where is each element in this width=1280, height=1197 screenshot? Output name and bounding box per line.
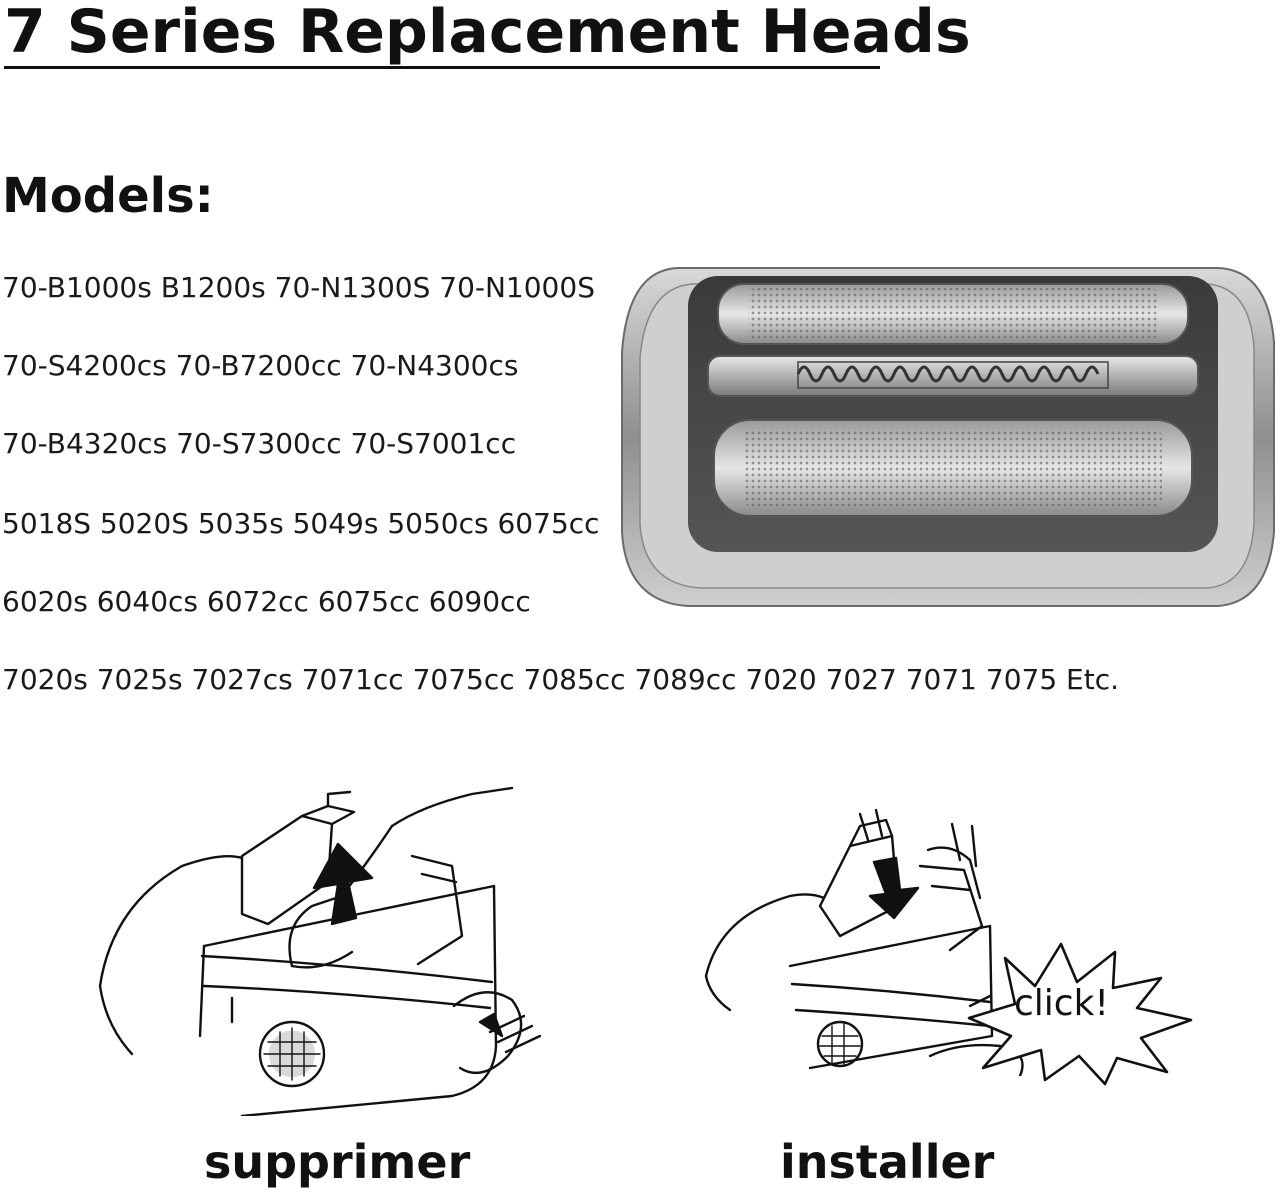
- model-line-1: 70-B1000s B1200s 70-N1300S 70-N1000S: [2, 271, 595, 304]
- click-burst-label: click!: [1014, 983, 1109, 1024]
- remove-head-illustration-icon: [98, 786, 542, 1116]
- click-burst-icon: [967, 942, 1193, 1086]
- title-underline: [4, 66, 880, 69]
- model-line-6: 7020s 7025s 7027cs 7071cc 7075cc 7085cc …: [2, 663, 1120, 696]
- install-caption: installer: [780, 1135, 995, 1189]
- model-line-3: 70-B4320cs 70-S7300cc 70-S7001cc: [2, 427, 517, 460]
- install-head-illustration-icon: [704, 808, 1024, 1076]
- model-line-5: 6020s 6040cs 6072cc 6075cc 6090cc: [2, 585, 531, 618]
- page-title: 7 Series Replacement Heads: [4, 0, 971, 67]
- remove-caption: supprimer: [204, 1135, 471, 1189]
- model-line-2: 70-S4200cs 70-B7200cc 70-N4300cs: [2, 349, 519, 382]
- model-line-4: 5018S 5020S 5035s 5049s 5050cs 6075cc: [2, 507, 600, 540]
- shaver-head-photo-icon: [621, 267, 1275, 607]
- models-heading: Models:: [2, 168, 214, 224]
